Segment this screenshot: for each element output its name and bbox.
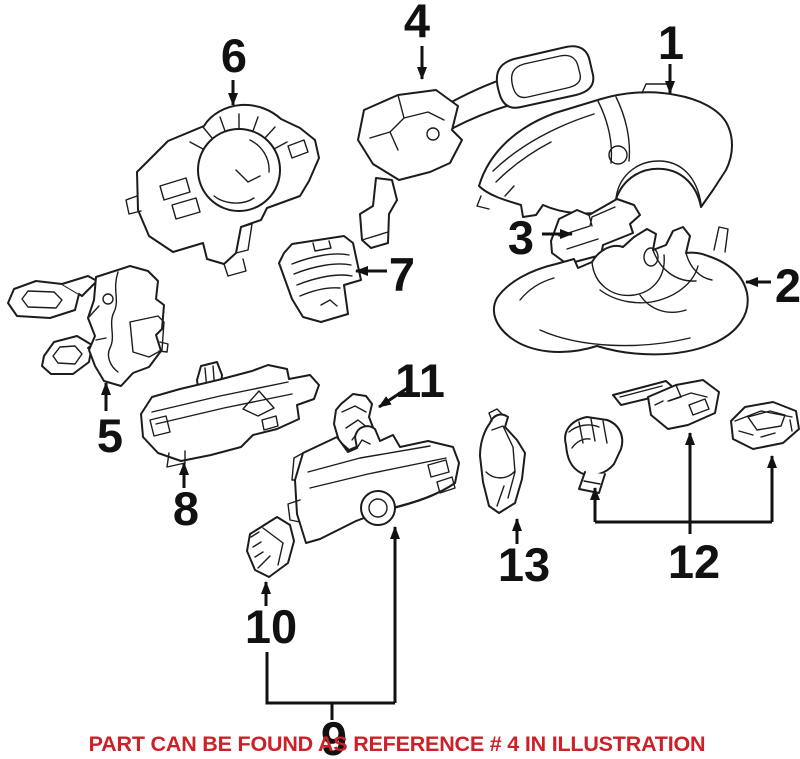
- callout-9-leader: [265, 652, 395, 705]
- callout-labels: 1 2 3 4 5 6 7 8 9 10 11 12 13: [97, 0, 800, 759]
- part-2-lower-column-cover-drawing: [492, 226, 749, 356]
- part-7-cover-plate-drawing: [278, 235, 362, 323]
- part-5-ignition-switch-drawing: [7, 265, 169, 387]
- callout-9-label: 9: [321, 712, 347, 759]
- part-6-clockspring-drawing: [125, 103, 320, 277]
- callout-3-label: 3: [508, 211, 534, 264]
- part-9-mounting-bracket-drawing: [287, 425, 460, 544]
- part-12-strip-connector-drawing: [612, 379, 720, 430]
- part-8-housing-bracket-drawing: [140, 361, 320, 468]
- part-12-rect-connector-drawing: [730, 401, 800, 450]
- callout-1-label: 1: [658, 16, 684, 69]
- callout-11-label: 11: [395, 354, 445, 407]
- part-1-upper-column-cover-drawing: [476, 83, 733, 218]
- callout-13-label: 13: [498, 538, 550, 591]
- part-4-stalk-switch-drawing: [357, 45, 595, 249]
- caption-text: PART CAN BE FOUND AS REFERENCE # 4 IN IL…: [89, 732, 706, 756]
- part-10-small-switch-drawing: [246, 516, 295, 578]
- callout-8-label: 8: [173, 482, 199, 535]
- callout-10-label: 10: [245, 600, 297, 653]
- callout-arrows: [101, 46, 777, 720]
- callout-12-label: 12: [668, 535, 720, 588]
- part-12-round-sensor-drawing: [564, 416, 624, 494]
- callout-2-label: 2: [775, 259, 800, 312]
- callout-6-label: 6: [221, 29, 247, 82]
- callout-7-label: 7: [389, 248, 415, 301]
- callout-5-label: 5: [97, 409, 123, 462]
- part-13-trim-wedge-drawing: [479, 408, 526, 514]
- callout-12-leader: [595, 520, 772, 534]
- callout-11-arrow: [378, 385, 410, 409]
- callout-4-label: 4: [404, 0, 430, 47]
